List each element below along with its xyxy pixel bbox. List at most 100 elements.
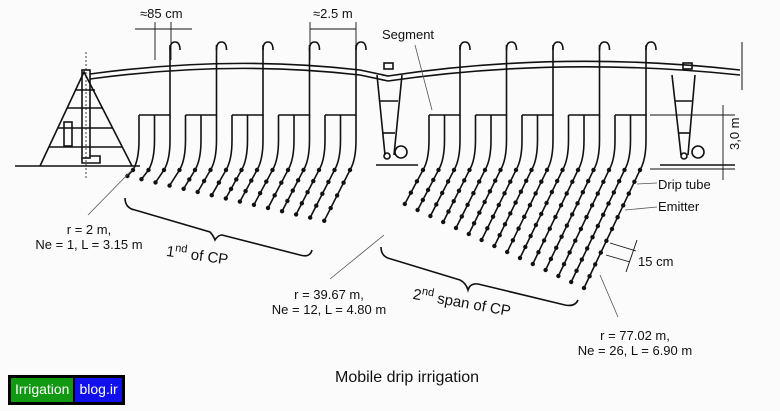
emitter — [570, 212, 575, 217]
emitter — [402, 201, 407, 207]
emitter — [305, 190, 310, 195]
drip-tube-label: Drip tube — [658, 177, 711, 192]
emitter — [585, 178, 591, 184]
emitter — [272, 193, 277, 198]
emitter — [265, 205, 271, 211]
emitter — [479, 237, 484, 243]
emitter — [328, 205, 333, 211]
emitter — [573, 238, 578, 243]
emitter — [285, 167, 291, 173]
emitter — [177, 167, 182, 173]
emitter — [285, 198, 290, 204]
emitter — [408, 190, 414, 195]
emitter — [130, 167, 136, 173]
emitter — [414, 179, 420, 184]
emitter — [334, 193, 340, 198]
emitter — [564, 223, 570, 228]
emitter — [153, 180, 158, 185]
drip-tube — [468, 115, 508, 235]
annotation-line: Ne = 26, L = 6.90 m — [577, 343, 693, 358]
emitter — [598, 250, 603, 255]
emitter-label: Emitter — [658, 199, 700, 214]
emitter — [492, 243, 497, 249]
emitter — [621, 203, 626, 208]
emitter — [477, 179, 482, 184]
emitter — [544, 167, 550, 173]
segment — [479, 41, 564, 255]
emitter — [544, 200, 549, 206]
emitter — [561, 262, 567, 267]
annotation-middle: r = 39.67 m, Ne = 12, L = 4.80 m — [254, 287, 404, 317]
emitter — [332, 167, 337, 173]
emitter — [528, 233, 533, 239]
drip-tube — [506, 115, 554, 253]
emitter — [508, 179, 513, 184]
leader-lines — [87, 44, 658, 318]
emitter — [326, 179, 331, 185]
drip-tube — [154, 115, 171, 183]
drip-tube — [225, 115, 249, 199]
emitter — [459, 214, 464, 219]
emitter — [146, 167, 151, 173]
emitter — [434, 202, 439, 207]
emitter — [590, 235, 595, 240]
emitter — [187, 177, 192, 182]
emitter — [192, 167, 198, 173]
lateral-pipe-lower — [89, 66, 741, 82]
tower-2 — [671, 62, 705, 160]
annotation-line: r = 39.67 m, — [294, 287, 364, 302]
emitter — [529, 167, 534, 173]
drip-tube — [480, 115, 523, 241]
lateral-pipe — [89, 60, 741, 77]
emitter — [208, 167, 213, 173]
emitter — [600, 212, 606, 217]
emitter — [570, 179, 575, 184]
emitter — [243, 188, 248, 194]
blog-logo[interactable]: Irrigation blog.ir — [8, 375, 125, 405]
emitter — [425, 187, 431, 193]
emitter — [584, 214, 589, 220]
emitter — [527, 202, 533, 208]
emitter — [279, 180, 284, 185]
emitter — [201, 178, 207, 184]
dim-15cm — [605, 239, 638, 273]
emitter — [580, 190, 586, 195]
emitter — [595, 223, 601, 229]
emitter — [513, 200, 518, 205]
emitter — [611, 190, 617, 195]
emitter — [567, 250, 572, 255]
emitter — [574, 268, 579, 273]
logo-part-2: blog.ir — [75, 378, 122, 402]
emitter — [524, 178, 529, 184]
span-sup: nd — [174, 242, 189, 256]
segment — [167, 41, 228, 195]
emitter — [467, 167, 472, 173]
emitter — [440, 190, 445, 196]
emitter — [508, 211, 513, 216]
drip-tube — [493, 115, 539, 247]
dim-label-tube-spacing: ≈85 cm — [140, 6, 183, 21]
emitter — [125, 173, 130, 179]
emitter — [516, 226, 521, 231]
segment — [402, 41, 471, 219]
emitter — [609, 226, 615, 232]
emitter — [139, 177, 144, 182]
segment-label: Segment — [382, 27, 435, 42]
emitter — [446, 209, 451, 214]
emitter — [482, 167, 488, 173]
emitter — [445, 179, 451, 184]
emitter — [497, 232, 502, 238]
emitter — [578, 226, 584, 232]
emitter — [249, 178, 254, 183]
emitter — [234, 177, 239, 182]
drip-tube — [404, 115, 430, 205]
emitter — [530, 261, 535, 267]
emitter — [548, 256, 554, 262]
emitter — [456, 188, 462, 193]
emitter — [584, 246, 590, 251]
emitter — [622, 167, 627, 173]
emitter — [320, 191, 325, 196]
dim-2_5m — [309, 22, 357, 60]
dim-85cm — [135, 22, 192, 60]
emitter — [505, 249, 510, 255]
